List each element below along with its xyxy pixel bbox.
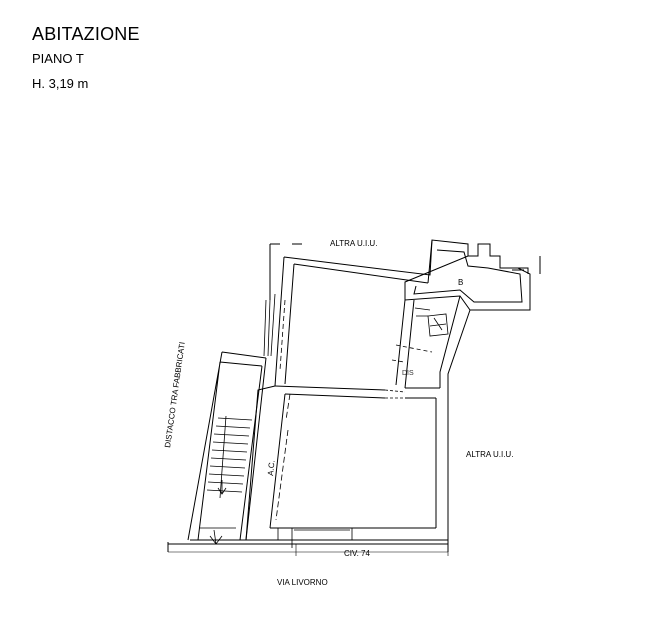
- entrance-door: [277, 528, 353, 548]
- height-label: H. 3,19 m: [32, 76, 89, 91]
- dis-stair-box: [427, 313, 449, 337]
- civ-dimension-line: [168, 544, 449, 556]
- label-dis: DIS: [402, 370, 414, 377]
- stair-arrow: [217, 480, 227, 495]
- label-balcony: B: [458, 278, 463, 287]
- stair-steps: [206, 415, 253, 499]
- label-civ: CIV. 74: [344, 549, 370, 558]
- label-distacco: DISTACCO TRA FABBRICATI: [163, 341, 187, 448]
- dis-shaft: [414, 307, 431, 317]
- label-altra-uiu-top: ALTRA U.I.U.: [330, 239, 377, 248]
- label-ac: A.C.: [266, 460, 277, 476]
- stairwell-outline: [187, 351, 267, 541]
- facade-wall: [167, 527, 449, 552]
- upper-room-left-wall: [274, 256, 295, 387]
- label-altra-uiu-right: ALTRA U.I.U.: [466, 450, 513, 459]
- middle-wall-opening: [384, 389, 406, 399]
- label-street: VIA LIVORNO: [277, 578, 328, 587]
- dis-door-dashed: [391, 344, 433, 363]
- lower-room-dashed: [275, 393, 291, 521]
- upper-window: [263, 293, 276, 357]
- plan-title: ABITAZIONE: [32, 24, 140, 44]
- dis-walls: [395, 295, 471, 389]
- stair-landing: [200, 527, 236, 545]
- balcony-corner: [510, 256, 541, 274]
- lower-room-walls: [245, 385, 449, 541]
- floor-label: PIANO T: [32, 51, 84, 66]
- middle-wall: [274, 385, 440, 399]
- upper-room-dashed-opening: [279, 299, 286, 371]
- balcony-inner: [413, 249, 523, 303]
